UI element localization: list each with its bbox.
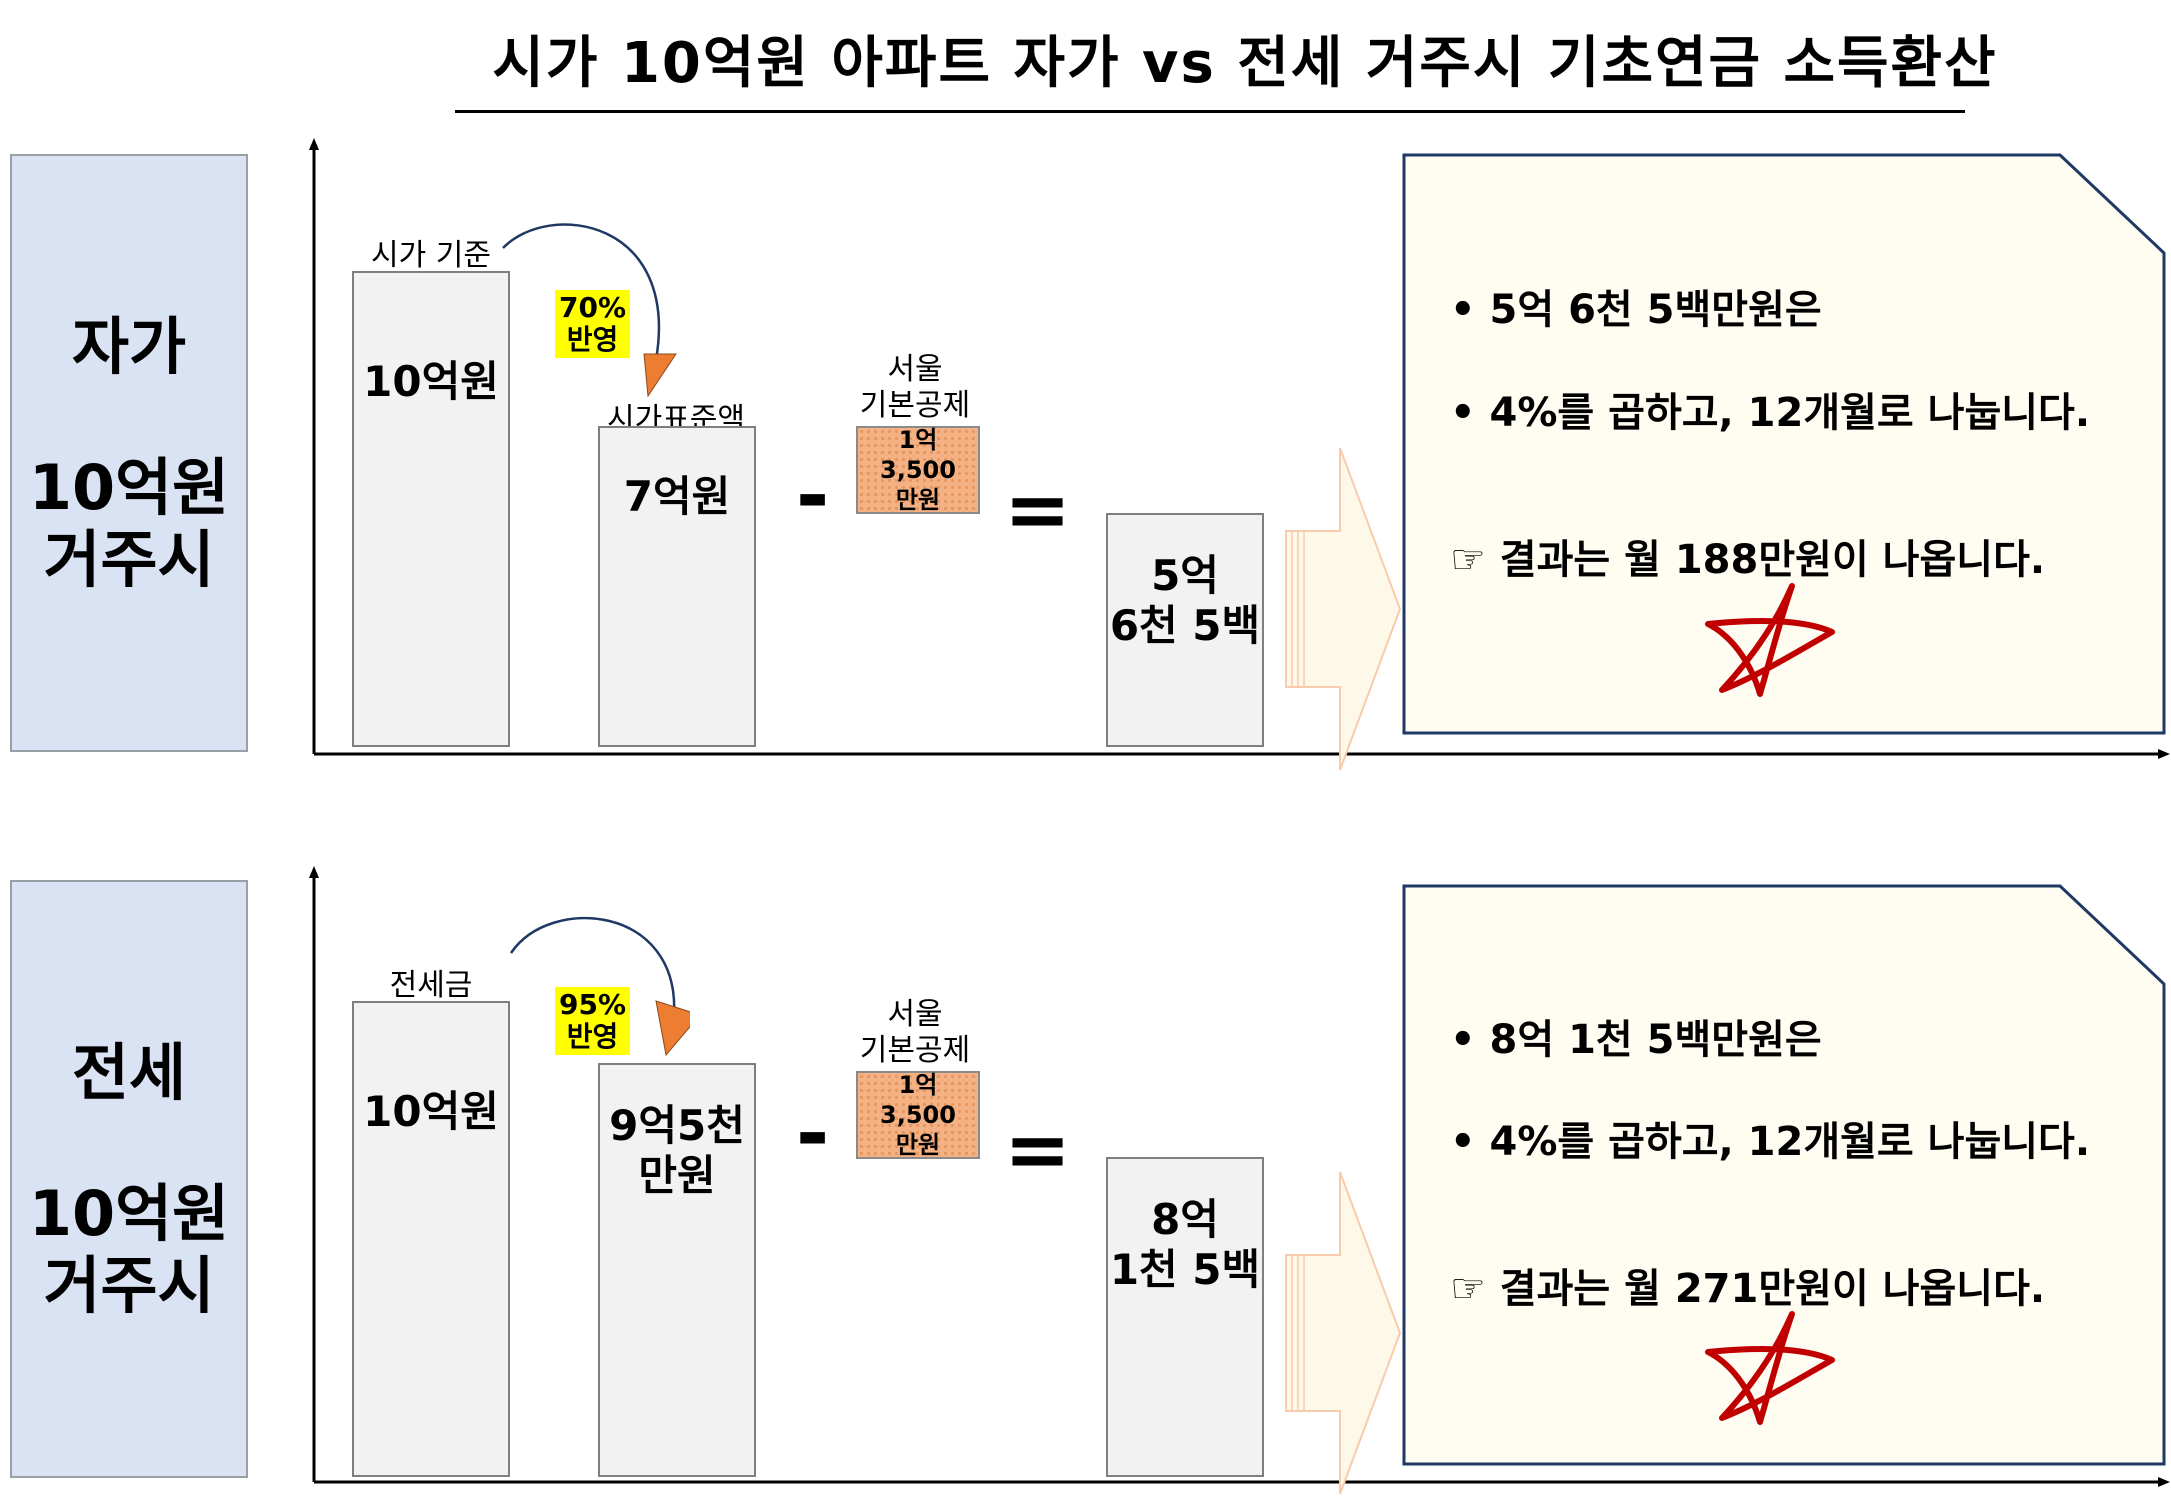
curved-arrow (509, 916, 690, 1057)
bullet-glyph: • (1450, 287, 1476, 333)
deduction-box: 1억 3,500 만원 (856, 1071, 980, 1159)
side-label-suffix: 거주시 (43, 522, 215, 596)
mid-bar: 7억원 (598, 426, 756, 747)
deduction-caption-region: 서울 (887, 997, 943, 1032)
deduction-value-2: 만원 (895, 486, 941, 514)
ratio-label: 95% 반영 (555, 987, 631, 1056)
result-bar: 8억 1천 5백 (1106, 1157, 1264, 1477)
mid-bar-value-1: 9억5천 (609, 1101, 745, 1150)
note-bullet-2: • 4%를 곱하고, 12개월로 나눕니다. (1450, 380, 2090, 438)
deduction-caption: 서울 기본공제 (840, 997, 990, 1069)
deduction-value-1: 1억 3,500 (880, 1071, 956, 1129)
note-bullet-2: • 4%를 곱하고, 12개월로 나눕니다. (1450, 1109, 2090, 1167)
hand-drawn-star-icon (1705, 583, 1835, 697)
deduction-caption: 서울 기본공제 (840, 352, 990, 424)
note-box (1402, 884, 2166, 1466)
deduction-value-1: 1억 3,500 (880, 426, 956, 484)
start-bar: 10억원 (352, 271, 510, 747)
note-result-text: 결과는 월 188만원이 나옵니다. (1499, 537, 2046, 583)
note-text-1: 8억 1천 5백만원은 (1489, 1017, 1822, 1063)
result-bar-value-1: 5억 (1151, 551, 1219, 600)
note-result: ☞ 결과는 월 188만원이 나옵니다. (1450, 527, 2045, 585)
ratio-text: 반영 (566, 1020, 619, 1054)
ratio-percent: 70% (559, 291, 627, 324)
equals-sign: = (1004, 463, 1072, 556)
ratio-text: 반영 (566, 323, 619, 357)
side-label-suffix: 거주시 (43, 1248, 215, 1322)
result-bar-value-1: 8억 (1151, 1195, 1219, 1244)
side-label-owner: 자가 10억원 거주시 (10, 154, 248, 752)
equals-sign: = (1004, 1103, 1072, 1196)
start-bar: 10억원 (352, 1001, 510, 1477)
note-result-text: 결과는 월 271만원이 나옵니다. (1499, 1266, 2046, 1312)
hand-drawn-star-icon (1705, 1311, 1835, 1425)
deduction-value-2: 만원 (895, 1131, 941, 1159)
side-label-jeonse: 전세 10억원 거주시 (10, 880, 248, 1478)
start-bar-value: 10억원 (363, 1087, 499, 1136)
pointing-hand-icon: ☞ (1450, 1266, 1486, 1312)
side-label-amount: 10억원 (28, 1177, 230, 1251)
deduction-caption-region: 서울 (887, 352, 943, 387)
note-bullet-1: • 5억 6천 5백만원은 (1450, 277, 1822, 335)
note-box (1402, 153, 2166, 735)
bullet-glyph: • (1450, 1119, 1476, 1165)
mid-bar-value-2: 만원 (638, 1151, 716, 1201)
axes (309, 866, 2170, 1487)
minus-sign: - (796, 1087, 830, 1180)
ratio-label: 70% 반영 (555, 290, 631, 359)
start-caption: 전세금 (389, 968, 473, 1003)
note-text-2: 4%를 곱하고, 12개월로 나눕니다. (1489, 390, 2091, 436)
note-text-1: 5억 6천 5백만원은 (1489, 287, 1822, 333)
bullet-glyph: • (1450, 390, 1476, 436)
start-bar-value: 10억원 (363, 357, 499, 406)
curved-arrow (502, 223, 677, 398)
bullet-glyph: • (1450, 1017, 1476, 1063)
minus-sign: - (796, 449, 830, 542)
axes (309, 138, 2170, 759)
side-label-type: 자가 (71, 310, 187, 384)
page-title: 시가 10억원 아파트 자가 vs 전세 거주시 기초연금 소득환산 (492, 31, 1998, 96)
side-label-type: 전세 (71, 1036, 187, 1110)
block-arrow (1285, 447, 1402, 771)
result-bar-value-2: 6천 5백 (1109, 601, 1261, 651)
block-arrow (1285, 1171, 1402, 1495)
start-caption: 시가 기준 (371, 238, 491, 273)
deduction-box: 1억 3,500 만원 (856, 426, 980, 514)
result-bar-value-2: 1천 5백 (1109, 1245, 1261, 1295)
title-underline (455, 110, 1965, 113)
side-label-amount: 10억원 (28, 451, 230, 525)
deduction-caption-text: 기본공제 (859, 388, 971, 423)
mid-bar-value-1: 7억원 (623, 472, 731, 521)
ratio-percent: 95% (559, 988, 627, 1021)
mid-bar: 9억5천 만원 (598, 1063, 756, 1477)
pointing-hand-icon: ☞ (1450, 537, 1486, 583)
result-bar: 5억 6천 5백 (1106, 513, 1264, 747)
note-text-2: 4%를 곱하고, 12개월로 나눕니다. (1489, 1119, 2091, 1165)
note-result: ☞ 결과는 월 271만원이 나옵니다. (1450, 1256, 2045, 1314)
deduction-caption-text: 기본공제 (859, 1033, 971, 1068)
note-bullet-1: • 8억 1천 5백만원은 (1450, 1007, 1822, 1065)
